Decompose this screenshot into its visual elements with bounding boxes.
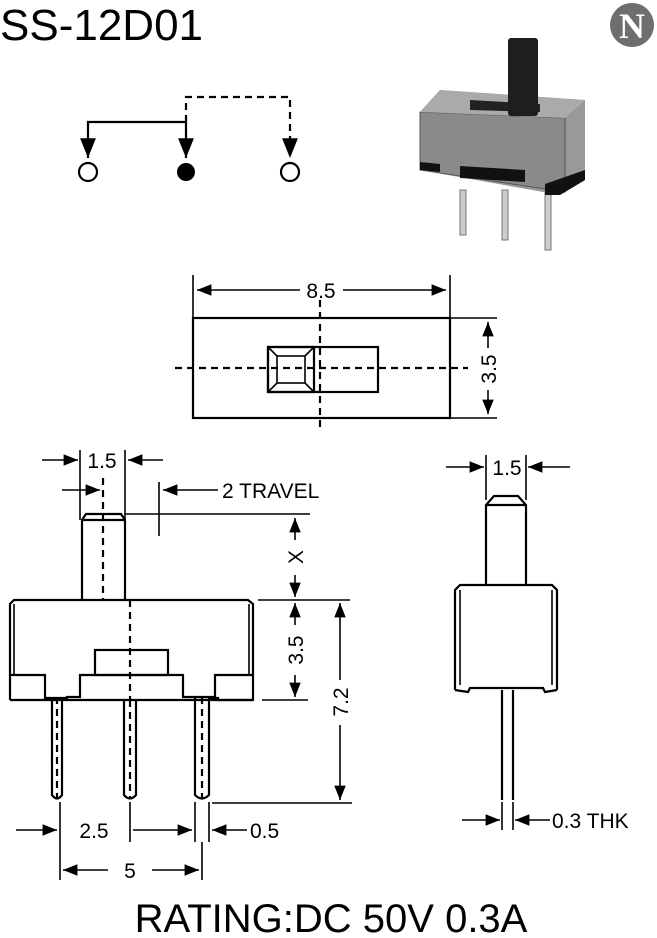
brand-logo: N bbox=[610, 3, 654, 47]
terminal-common bbox=[177, 163, 195, 181]
top-height-label: 3.5 bbox=[478, 354, 501, 383]
side-view: 1.5 0.3 THK bbox=[446, 455, 629, 833]
pitch-label: 2.5 bbox=[79, 820, 108, 843]
terminal-open-left bbox=[77, 161, 99, 183]
total-height-label: 7.2 bbox=[330, 687, 353, 716]
travel-label: 2 TRAVEL bbox=[222, 480, 319, 503]
part-number-title: SS-12D01 bbox=[0, 1, 203, 50]
top-width-label: 8.5 bbox=[306, 280, 335, 303]
terminal-open-right bbox=[279, 161, 301, 183]
span-label: 5 bbox=[124, 860, 136, 883]
side-actuator-width-label: 1.5 bbox=[492, 457, 521, 480]
actuator-height-label: X bbox=[285, 550, 308, 564]
logo-letter: N bbox=[619, 6, 645, 46]
top-view: 8.5 3.5 bbox=[175, 275, 501, 432]
switch-schematic bbox=[77, 95, 301, 183]
slider-knob bbox=[266, 345, 316, 394]
actuator-width-label: 1.5 bbox=[87, 450, 116, 473]
body-height-label: 3.5 bbox=[285, 635, 308, 664]
pin-thickness-label: 0.3 THK bbox=[552, 810, 629, 833]
front-view: 1.5 2 TRAVEL X 3.5 7.2 2.5 0.5 5 bbox=[8, 450, 353, 883]
rating-text: RATING:DC 50V 0.3A bbox=[135, 897, 528, 938]
pin-width-label: 0.5 bbox=[250, 820, 279, 843]
product-photo bbox=[419, 38, 585, 251]
